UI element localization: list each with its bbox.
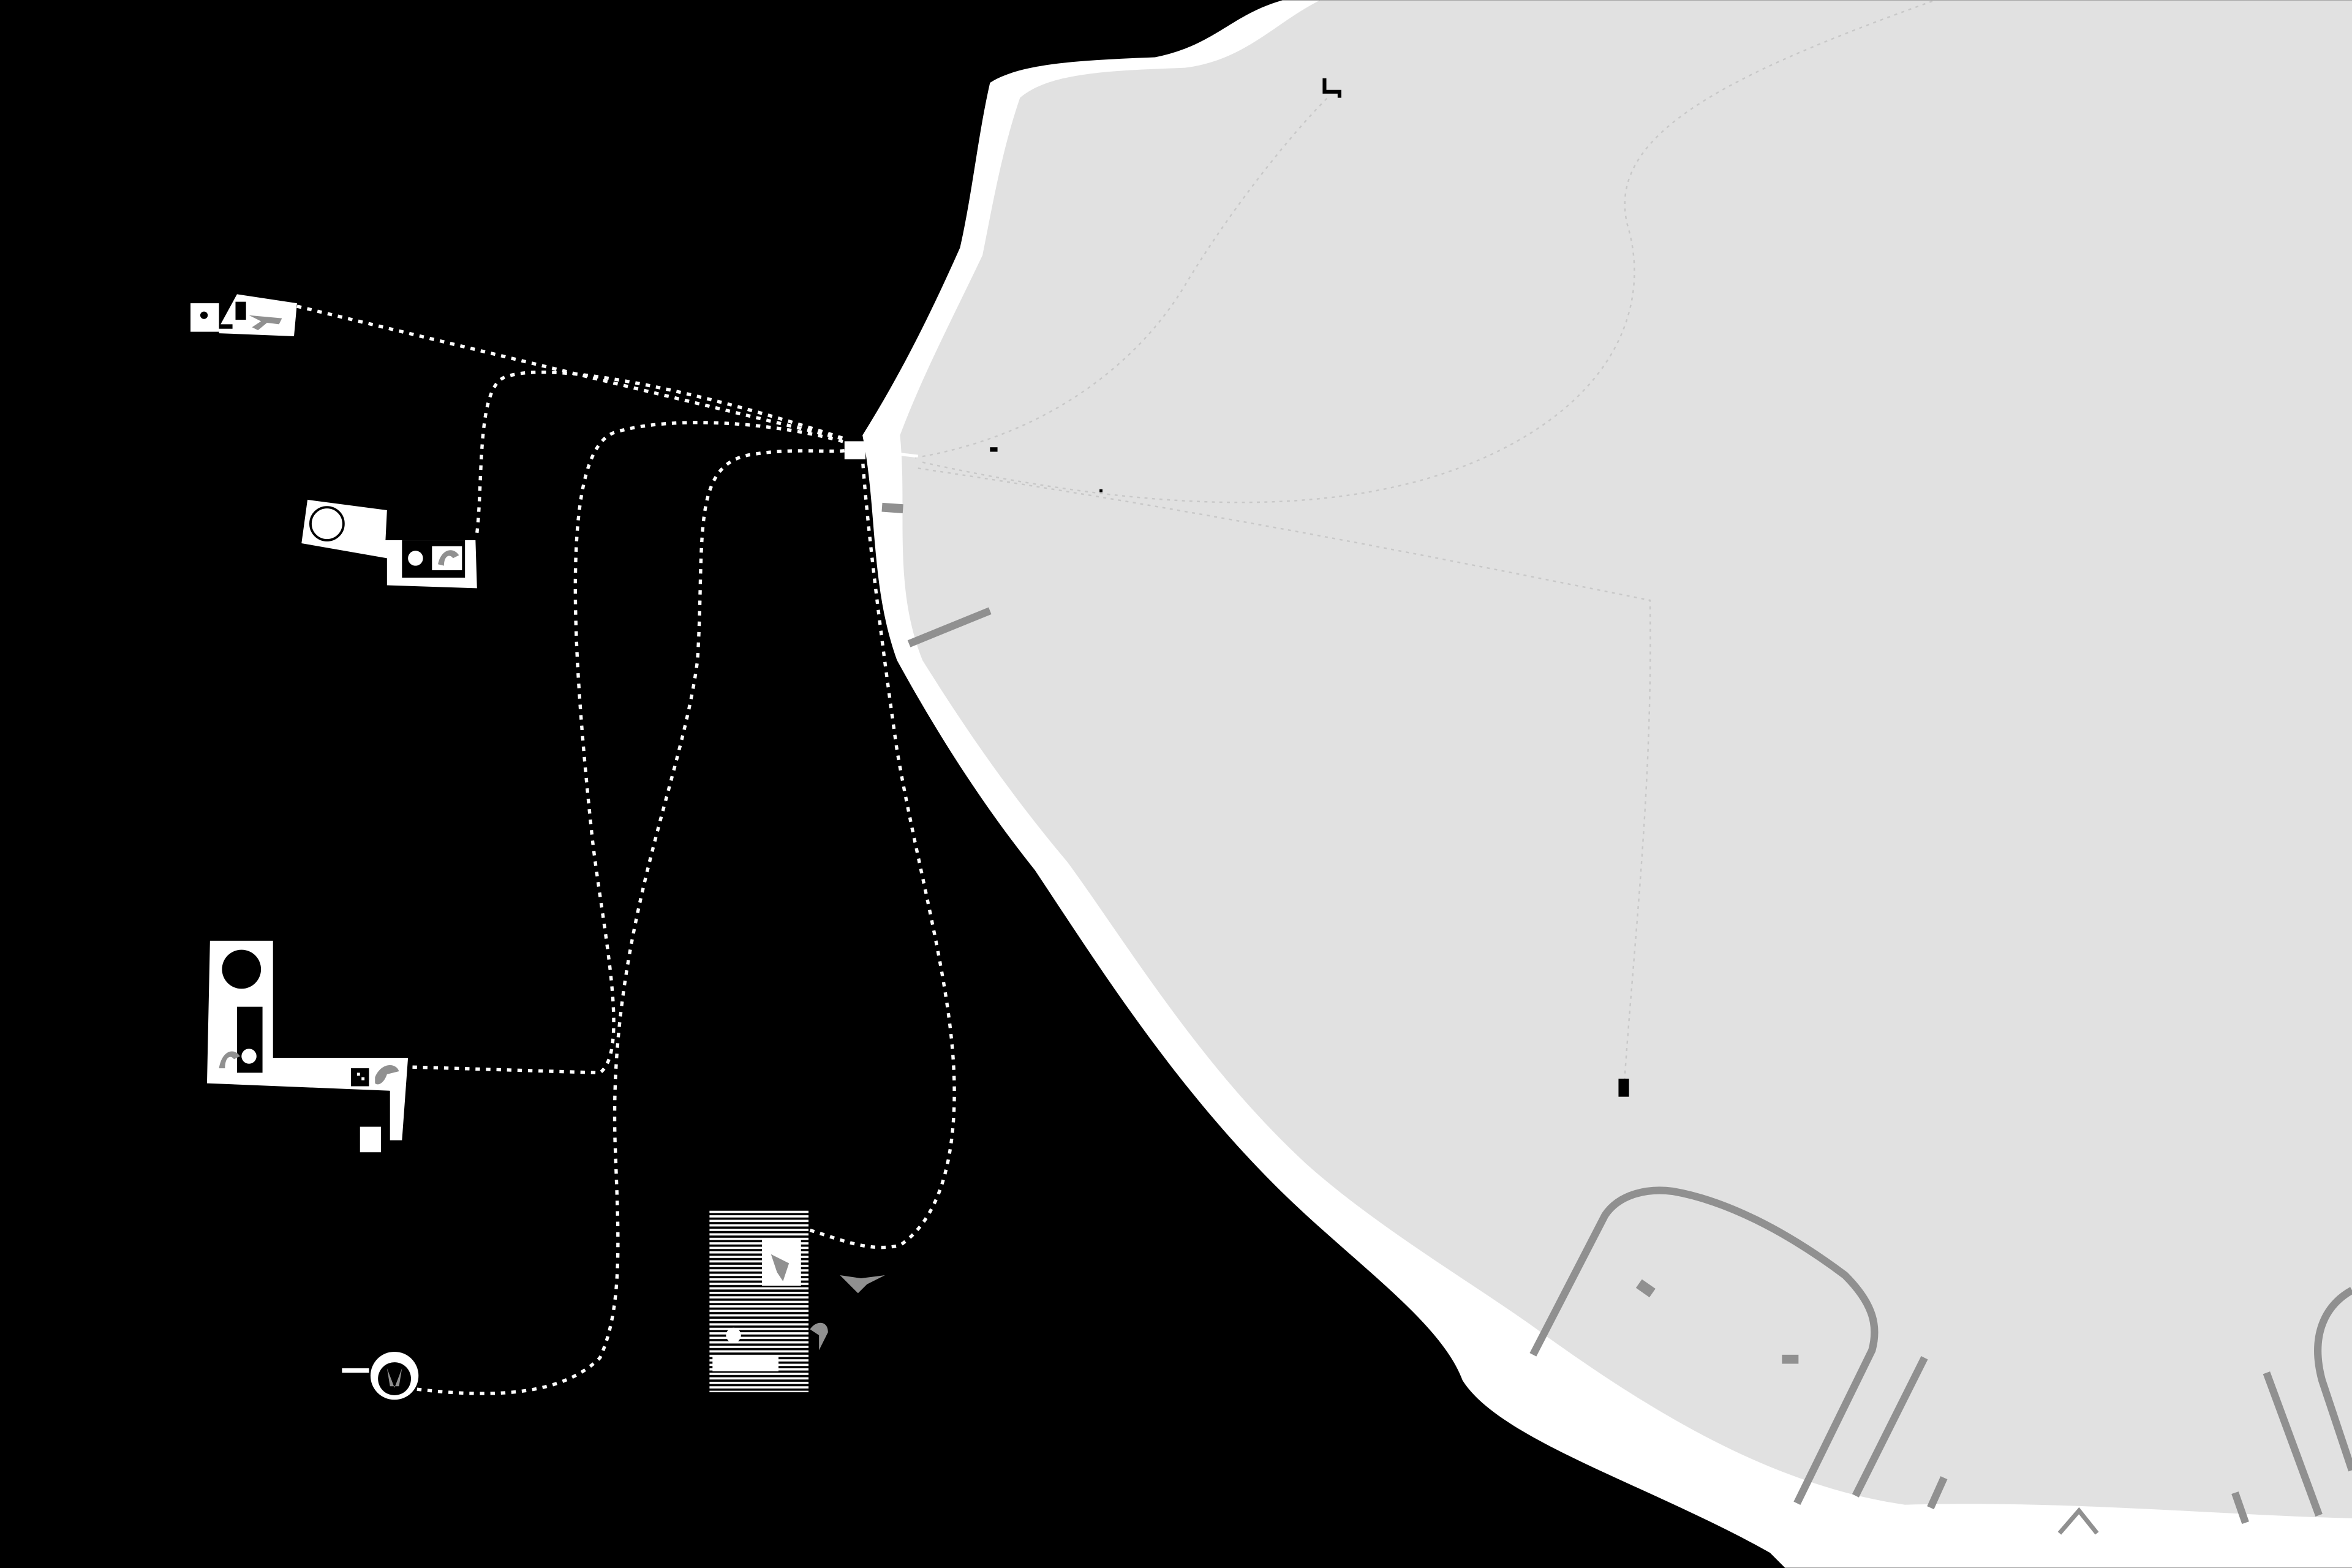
circular-room-icon xyxy=(309,506,345,541)
landing-deck xyxy=(844,441,1102,492)
small-kiosk-marker xyxy=(1618,1079,1629,1097)
water-routes xyxy=(296,304,956,1395)
pavilion-4 xyxy=(342,1351,419,1400)
pier-1 xyxy=(1852,1355,1928,1498)
shore-jetties xyxy=(881,502,992,647)
pier-2 xyxy=(1927,1476,1948,1510)
creature-icon-3b xyxy=(375,1065,399,1085)
harbour-structures xyxy=(1529,1186,2352,1535)
pavilion-1 xyxy=(190,294,297,336)
route-to-pavilion-3 xyxy=(402,421,848,1075)
creature-icon-2 xyxy=(438,550,459,566)
pier-5 xyxy=(2314,1287,2352,1472)
pavilion-5 xyxy=(709,1209,885,1393)
creature-icon-5b xyxy=(840,1275,885,1294)
creature-icon-4 xyxy=(386,1368,402,1388)
pavilion-2 xyxy=(301,499,477,589)
footpath-north xyxy=(914,97,1329,459)
route-to-pavilion-4 xyxy=(417,448,848,1395)
pier-3 xyxy=(2231,1491,2249,1525)
harbour-arc xyxy=(1529,1186,1879,1505)
creature-icon-3a xyxy=(219,1051,240,1069)
route-to-pavilion-5 xyxy=(809,458,956,1250)
footpaths xyxy=(914,0,1936,1080)
corner-marker-icon xyxy=(1322,78,1341,98)
harbour-marker-a xyxy=(1635,1279,1656,1298)
harbour-marker-b xyxy=(1782,1354,1799,1364)
pavilion-3 xyxy=(206,940,409,1153)
pier-6 xyxy=(2057,1507,2099,1535)
pier-4 xyxy=(2263,1371,2323,1517)
land-area xyxy=(900,0,2352,1518)
figure-icon xyxy=(249,315,282,331)
route-to-pavilion-2 xyxy=(475,370,848,533)
creature-icon-5c xyxy=(810,1322,828,1351)
